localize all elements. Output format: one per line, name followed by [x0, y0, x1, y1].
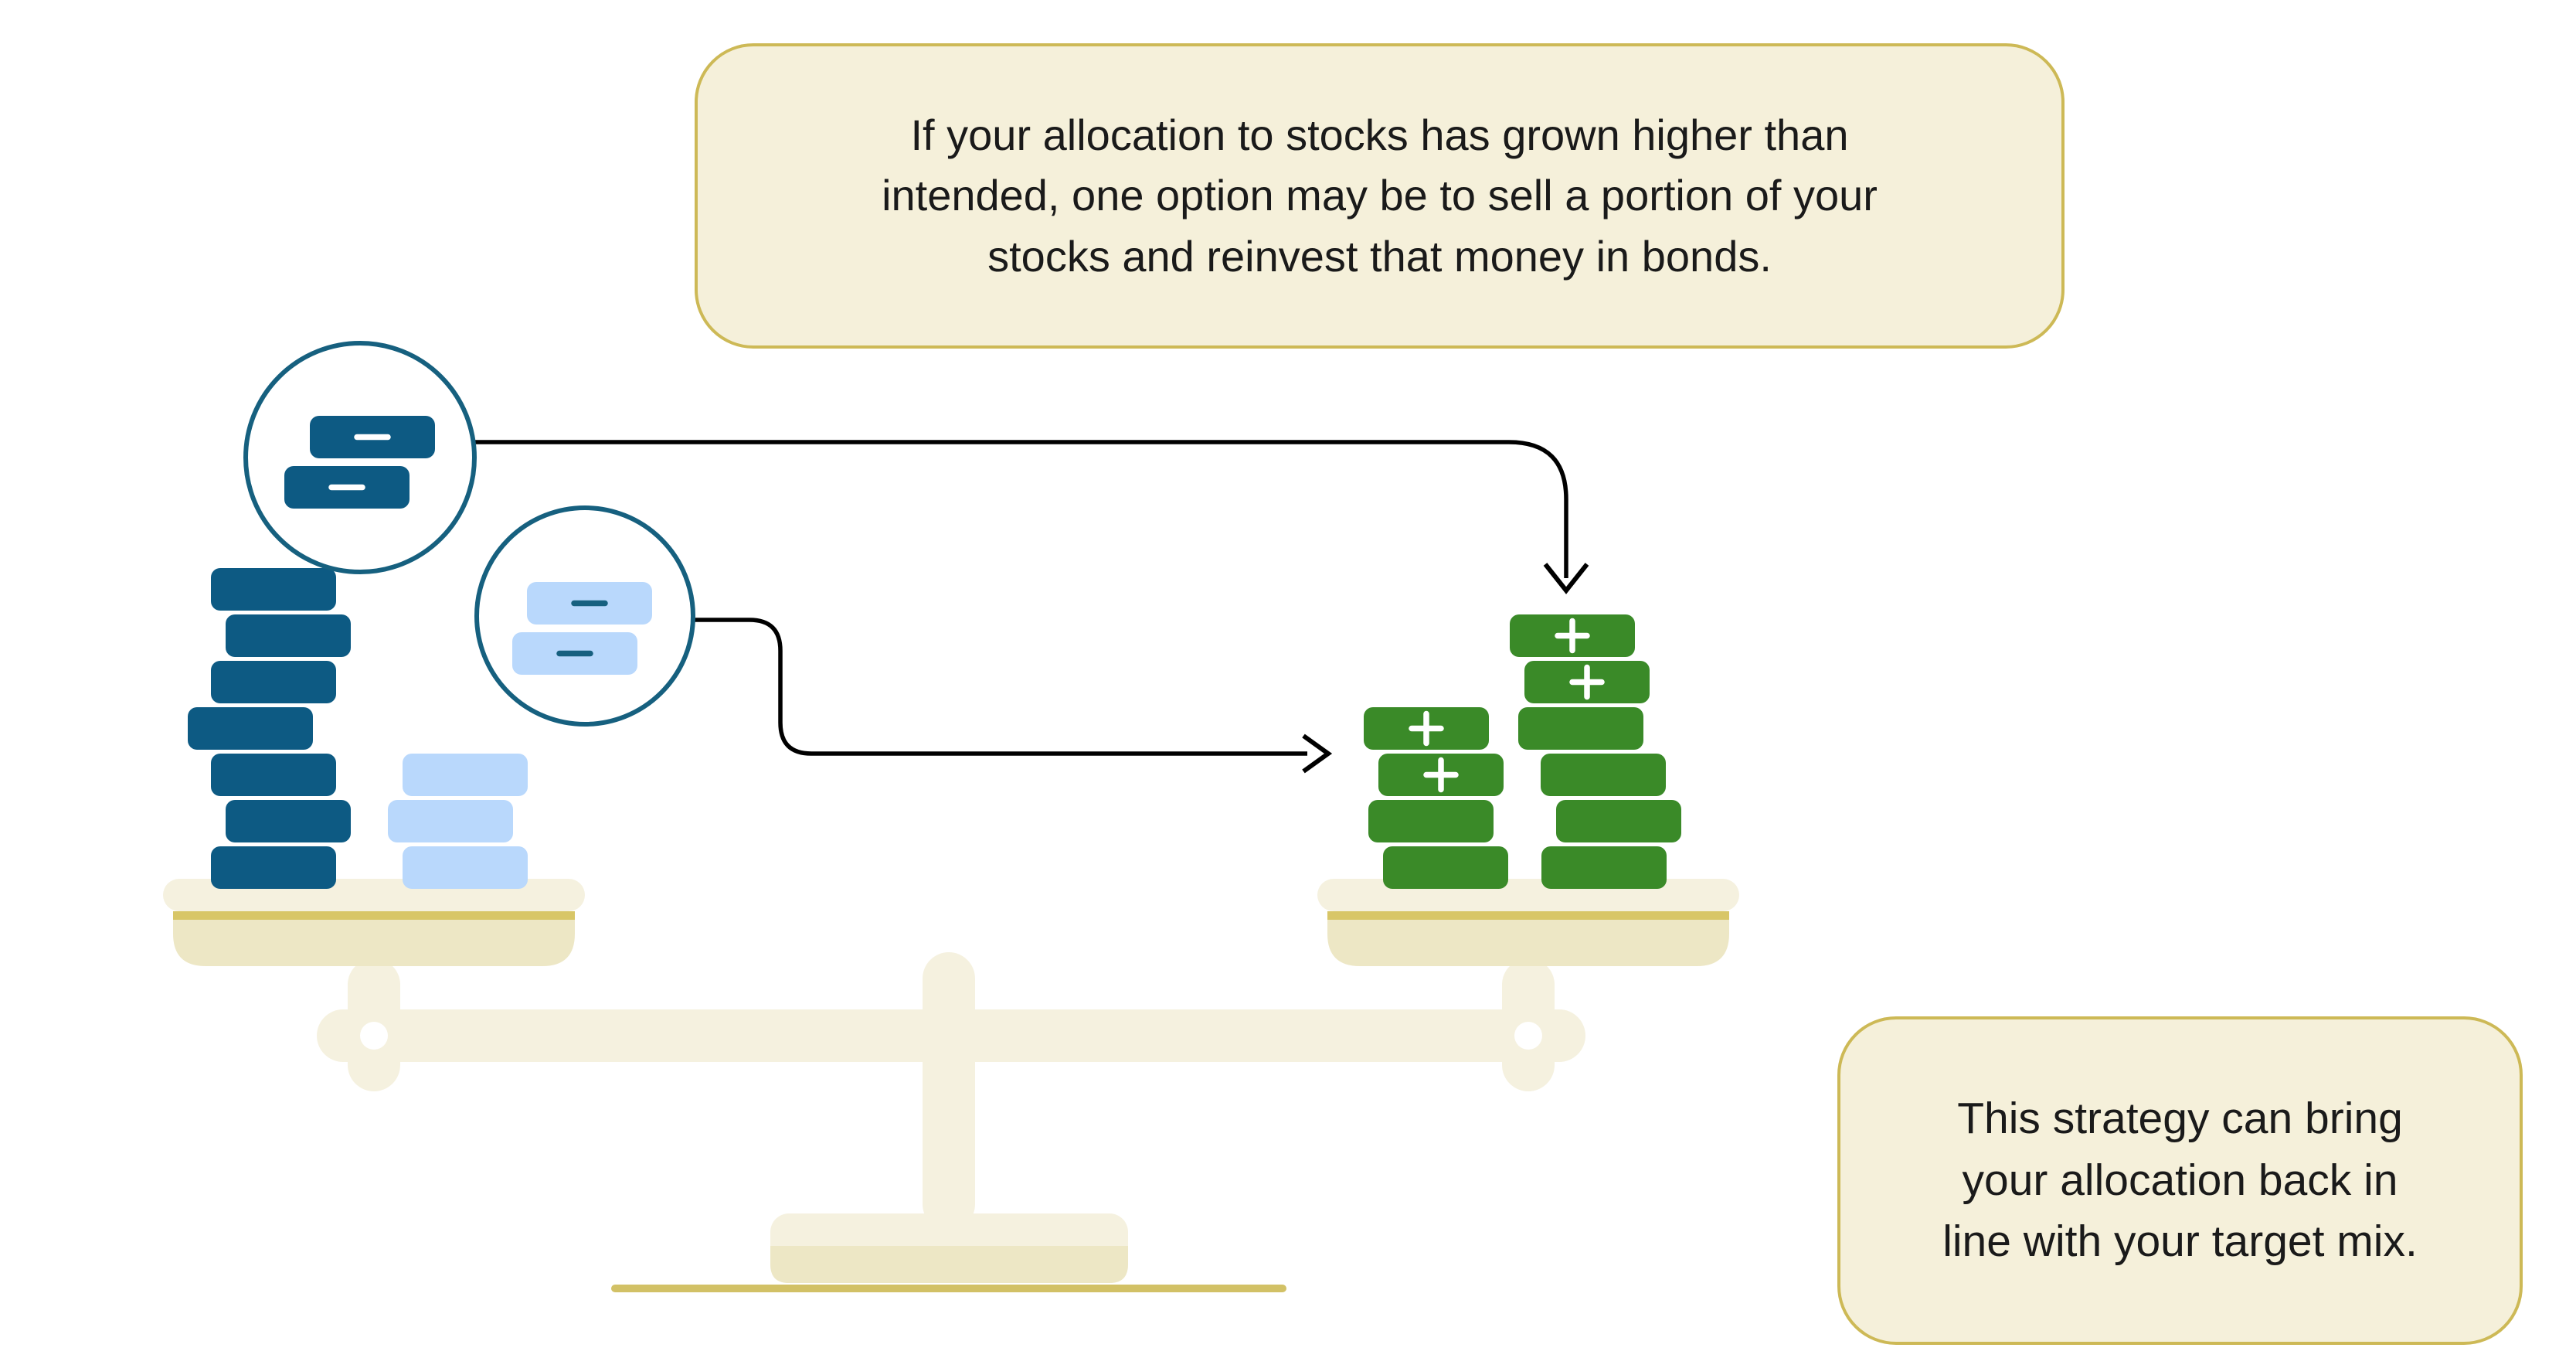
coin: [211, 846, 336, 889]
plus-icon: [1409, 710, 1444, 747]
plus-icon: [1555, 618, 1590, 654]
coin: [226, 800, 351, 842]
coin: [403, 754, 528, 796]
top-callout: If your allocation to stocks has grown h…: [695, 43, 2065, 349]
right-pan-top: [1317, 879, 1739, 911]
bonds-added-stack-left: [1364, 707, 1508, 889]
coin: [388, 800, 513, 842]
plus-icon: [1423, 757, 1459, 793]
plus-icon: [1569, 664, 1605, 700]
left-scale-pan: [163, 879, 585, 966]
coin: [1383, 846, 1508, 889]
coin: [188, 707, 313, 750]
coin: [1368, 800, 1494, 842]
top-callout-line-3: stocks and reinvest that money in bonds.: [987, 231, 1772, 281]
left-pan-stripe: [173, 911, 575, 920]
sell-arrow-line: [474, 440, 1568, 578]
coin: [211, 661, 336, 703]
bottom-callout: This strategy can bring your allocation …: [1837, 1016, 2523, 1345]
coin-stacks-layer: [188, 568, 1681, 889]
coin: [211, 754, 336, 796]
right-beam-hole: [1514, 1022, 1542, 1050]
flow-arrows: [474, 440, 1589, 774]
buy-bonds-circle: [474, 505, 695, 727]
right-pan-bowl: [1327, 920, 1729, 966]
sell-stocks-arrow: [474, 440, 1589, 594]
ground-line: [611, 1285, 1286, 1292]
scale-base-shadow: [770, 1246, 1128, 1283]
coin: [226, 614, 351, 657]
coin: [1541, 846, 1667, 889]
coin: [1518, 707, 1643, 750]
coin: [1556, 800, 1681, 842]
coin: [403, 846, 528, 889]
reinvest-arrow-line: [692, 618, 1307, 756]
coin: [211, 568, 336, 611]
right-pan-stripe: [1327, 911, 1729, 920]
right-scale-pan: [1317, 879, 1739, 966]
balance-scale: [163, 879, 1739, 1292]
detail-circles-layer: [243, 341, 695, 727]
left-pan-bowl: [173, 920, 575, 966]
stocks-stack: [188, 568, 351, 889]
top-callout-line-1: If your allocation to stocks has grown h…: [910, 110, 1849, 159]
bottom-callout-line-2: your allocation back in: [1962, 1155, 2398, 1205]
scale-post: [923, 952, 975, 1230]
top-callout-line-2: intended, one option may be to sell a po…: [882, 171, 1878, 220]
bottom-callout-line-1: This strategy can bring: [1957, 1093, 2403, 1143]
arrow-down-icon: [1543, 563, 1589, 594]
scale-beam: [317, 1009, 1585, 1062]
coin: [1541, 754, 1666, 796]
bonds-stack: [388, 754, 528, 889]
reinvest-bonds-arrow: [692, 618, 1333, 774]
bottom-callout-line-3: line with your target mix.: [1942, 1217, 2418, 1267]
left-beam-hole: [360, 1022, 388, 1050]
arrow-right-icon: [1302, 733, 1333, 774]
bonds-added-stack-right: [1510, 614, 1681, 889]
sell-stocks-circle: [243, 341, 477, 574]
